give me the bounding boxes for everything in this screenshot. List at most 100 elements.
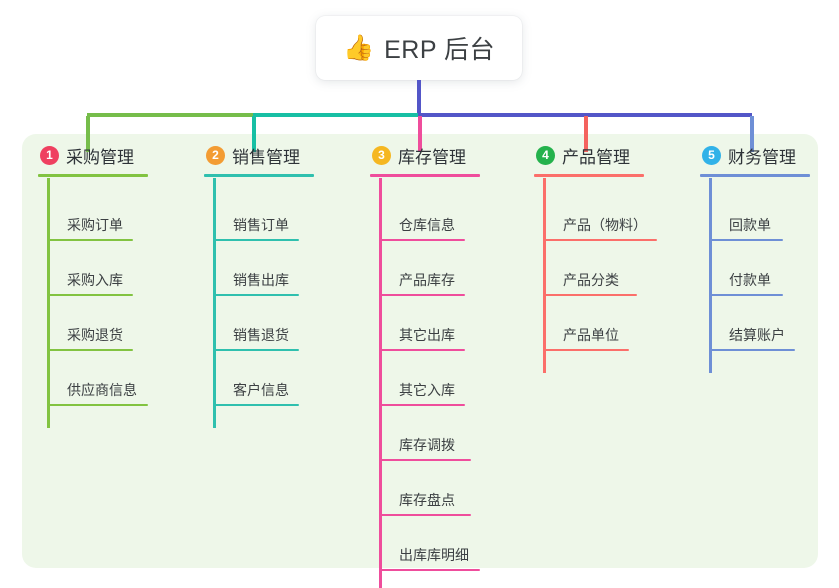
leaf-item-label: 采购入库 [67,272,123,288]
leaf-item[interactable]: 采购入库 [38,244,148,299]
leaf-item-label: 供应商信息 [67,382,137,398]
connector-stub-3 [418,116,422,152]
column-items-1: 采购订单采购入库采购退货供应商信息 [38,177,148,409]
connector-root-stem [417,80,421,116]
leaf-item[interactable]: 销售出库 [204,244,314,299]
leaf-item-rule [379,294,465,296]
column-4: 4 产品管理产品（物料） 产品分类产品单位 [534,142,657,373]
leaf-item-label: 销售出库 [233,272,289,288]
leaf-item[interactable]: 产品库存 [370,244,480,299]
leaf-item[interactable]: 其它出库 [370,299,480,354]
column-header-4[interactable]: 4 产品管理 [534,142,644,168]
leaf-item[interactable]: 客户信息 [204,354,314,409]
leaf-item-rule [379,569,480,571]
leaf-item-label: 采购订单 [67,217,123,233]
connector-bus-green [87,113,254,117]
leaf-item-label: 其它出库 [399,327,455,343]
leaf-item-label: 库存盘点 [399,492,455,508]
content-panel [22,134,818,568]
leaf-item-label: 产品（物料） [563,217,647,233]
column-items-5: 回款单付款单结算账户 [700,177,810,354]
column-title-1: 采购管理 [66,147,134,167]
leaf-item-label: 回款单 [729,217,771,233]
thumbs-up-icon: 👍 [342,33,375,62]
leaf-item-rule [213,239,299,241]
leaf-item-label: 产品库存 [399,272,455,288]
leaf-item[interactable]: 销售订单 [204,189,314,244]
connector-spine-1 [47,178,50,428]
leaf-item-label: 产品分类 [563,272,619,288]
connector-spine-5 [709,178,712,373]
column-title-5: 财务管理 [728,147,796,167]
leaf-item[interactable]: 库存调拨 [370,409,480,464]
leaf-item-rule [543,349,629,351]
leaf-item[interactable]: 结算账户 [700,299,810,354]
leaf-item-rule [379,514,471,516]
leaf-item[interactable]: 回款单 [700,189,810,244]
column-rule-5 [700,174,810,177]
connector-stub-4 [584,116,588,152]
column-rule-3 [370,174,480,177]
leaf-item-rule [709,349,795,351]
connector-stub-5 [750,116,754,152]
connector-stub-1 [86,116,90,152]
leaf-item-rule [213,294,299,296]
leaf-item[interactable]: 采购退货 [38,299,148,354]
leaf-item-rule [709,294,783,296]
column-title-4: 产品管理 [562,147,630,167]
column-rule-1 [38,174,148,177]
leaf-item[interactable]: 其它入库 [370,354,480,409]
leaf-item-rule [213,349,299,351]
connector-spine-2 [213,178,216,428]
leaf-item-label: 产品单位 [563,327,619,343]
column-items-3: 仓库信息产品库存其它出库其它入库库存调拨库存盘点出库库明细 [370,177,480,574]
leaf-item-rule [379,404,465,406]
leaf-item-label: 付款单 [729,272,771,288]
column-items-4: 产品（物料） 产品分类产品单位 [534,177,657,354]
leaf-item-rule [47,349,133,351]
leaf-item[interactable]: 供应商信息 [38,354,148,409]
leaf-item-label: 结算账户 [729,327,785,343]
connector-spine-3 [379,178,382,588]
leaf-item-rule [47,239,133,241]
leaf-item[interactable]: 产品（物料） [534,189,657,244]
leaf-item-label: 库存调拨 [399,437,455,453]
column-badge-4: 4 [536,145,555,165]
column-rule-2 [204,174,314,177]
leaf-item-label: 客户信息 [233,382,289,398]
leaf-item-rule [213,404,299,406]
leaf-item[interactable]: 产品单位 [534,299,644,354]
leaf-item[interactable]: 采购订单 [38,189,148,244]
connector-stub-2 [252,116,256,152]
leaf-item-label: 销售退货 [233,327,289,343]
leaf-item-label: 销售订单 [233,217,289,233]
connector-bus-teal [253,113,419,117]
leaf-item-rule [379,349,465,351]
column-badge-3: 3 [372,145,391,165]
leaf-item-rule [47,404,148,406]
leaf-item-label: 仓库信息 [399,217,455,233]
leaf-item-rule [543,294,637,296]
leaf-item[interactable]: 付款单 [700,244,810,299]
leaf-item-label: 出库库明细 [399,547,469,563]
leaf-item[interactable]: 销售退货 [204,299,314,354]
root-node[interactable]: 👍 ERP 后台 [316,16,522,80]
leaf-item-label: 其它入库 [399,382,455,398]
leaf-item[interactable]: 仓库信息 [370,189,480,244]
column-badge-2: 2 [206,145,225,165]
leaf-item-label: 采购退货 [67,327,123,343]
leaf-item[interactable]: 出库库明细 [370,519,480,574]
leaf-item-rule [543,239,657,241]
leaf-item[interactable]: 库存盘点 [370,464,480,519]
connector-bus-blue [418,113,752,117]
column-rule-4 [534,174,644,177]
leaf-item[interactable]: 产品分类 [534,244,644,299]
